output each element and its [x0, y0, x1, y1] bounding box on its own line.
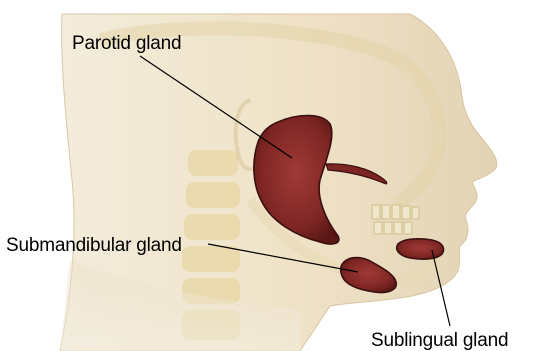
- sublingual-gland-label: Sublingual gland: [371, 331, 508, 350]
- teeth: [372, 205, 419, 234]
- sublingual-gland: [397, 239, 444, 259]
- parotid-gland-label: Parotid gland: [72, 34, 181, 53]
- submandibular-gland-label: Submandibular gland: [6, 236, 182, 255]
